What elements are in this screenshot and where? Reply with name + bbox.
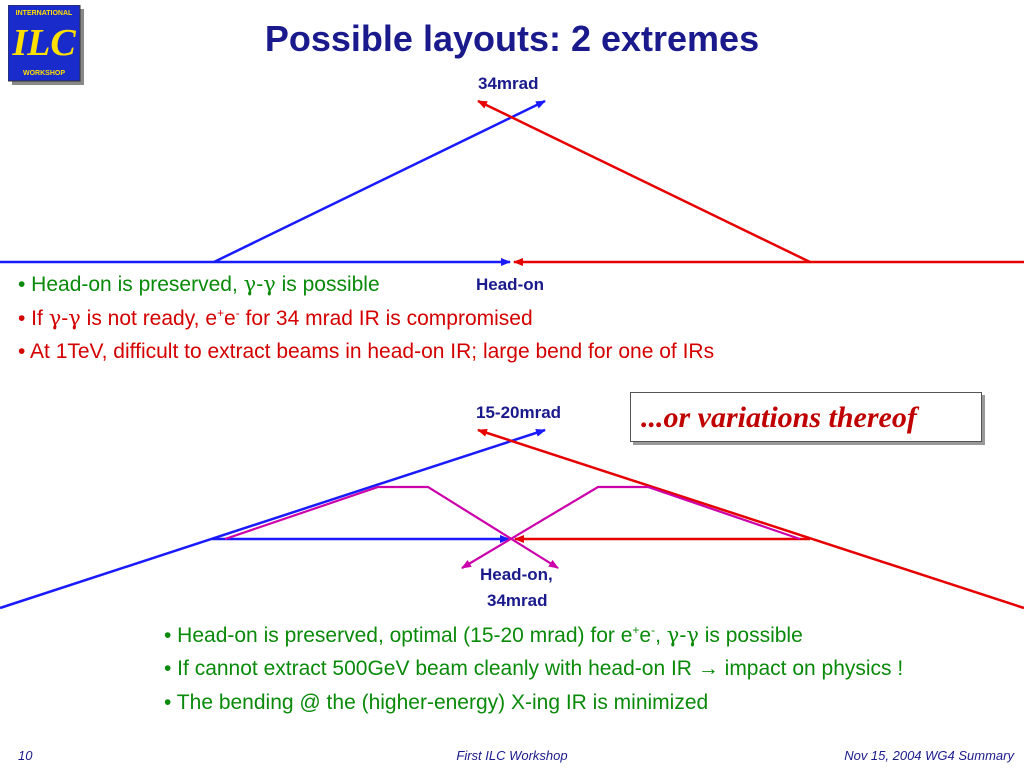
head-on-34mrad-label-line2: 34mrad [487,591,548,610]
diagram-15-20mrad [0,428,1024,610]
angle-label-34mrad: 34mrad [478,74,539,93]
red-crossing-beam [477,99,811,264]
variations-callout: ...or variations thereof [630,392,982,442]
ilc-workshop-logo: INTERNATIONAL ILC WORKSHOP [8,5,84,85]
bullet-2-3: • The bending @ the (higher-energy) X-in… [164,691,709,714]
blue-outer-beam [0,428,546,610]
blue-crossing-beam [213,99,546,264]
head-on-label: Head-on [476,275,544,294]
diagram-34mrad [0,99,1024,266]
slide-title: Possible layouts: 2 extremes [264,18,760,59]
magenta-bent-beam-left [224,485,559,569]
logo-bottom-text: WORKSHOP [23,70,65,77]
right-arrow-icon: → [697,657,719,680]
footer-page-number: 10 [18,748,33,763]
bullet-1-1: • Head-on is preserved, γ-γ is possible [18,272,380,296]
bullet-2-1: • Head-on is preserved, optimal (15-20 m… [164,623,803,647]
bullet-2-2: • If cannot extract 500GeV beam cleanly … [164,657,904,680]
magenta-bent-beam-right [461,485,801,569]
logo-top-text: INTERNATIONAL [16,10,73,17]
head-on-34mrad-label-line1: Head-on, [480,565,553,584]
bullet-1-2: • If γ-γ is not ready, e+e- for 34 mrad … [18,306,533,330]
logo-main-text: ILC [11,22,76,64]
red-outer-beam [477,428,1024,610]
footer-right: Nov 15, 2004 WG4 Summary [844,748,1014,763]
angle-label-15-20mrad: 15-20mrad [476,403,562,422]
bullet-1-3: • At 1TeV, difficult to extract beams in… [18,340,715,363]
footer-center: First ILC Workshop [456,748,568,763]
